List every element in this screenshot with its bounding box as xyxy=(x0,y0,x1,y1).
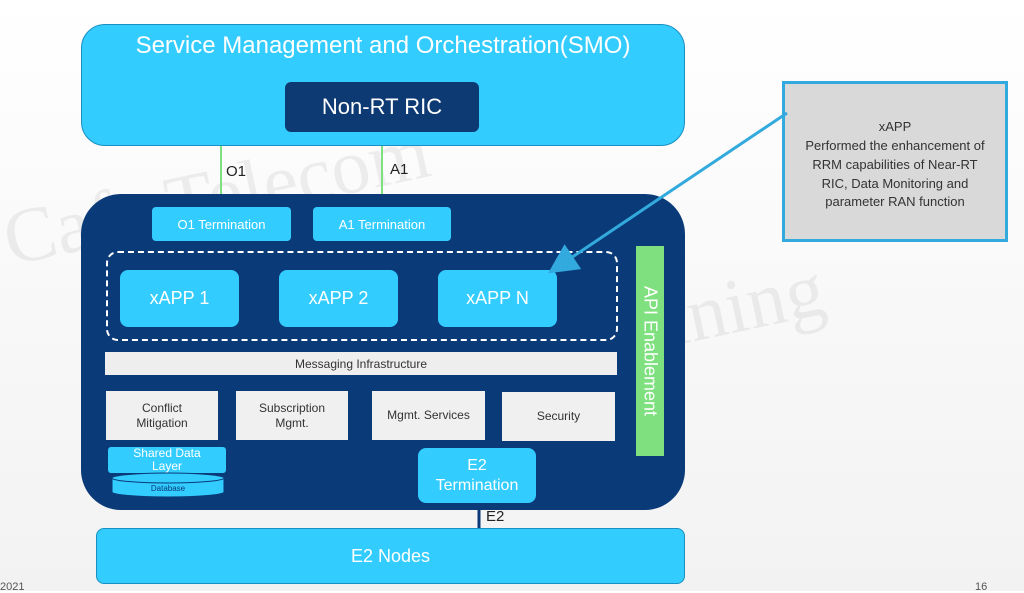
callout-title: xAPP xyxy=(878,119,912,134)
shared-data-line1: Shared Data xyxy=(133,446,201,460)
footer-year: 2021 xyxy=(0,581,25,593)
callout-line: RRM capabilities of Near-RT xyxy=(812,156,978,172)
callout-line: parameter RAN function xyxy=(825,194,965,210)
a1-interface-label: A1 xyxy=(390,161,409,178)
e2-interface-label: E2 xyxy=(486,508,505,525)
subscription-mgmt-box: Subscription Mgmt. xyxy=(236,391,348,440)
e2-nodes-box: E2 Nodes xyxy=(96,528,685,584)
xapp-box: xAPP N xyxy=(438,270,557,327)
page-number: 16 xyxy=(975,581,988,593)
xapp-callout: xAPP Performed the enhancement of RRM ca… xyxy=(782,81,1008,242)
a1-termination: A1 Termination xyxy=(313,207,451,241)
subscription-mgmt-line2: Mgmt. xyxy=(275,415,309,430)
api-enablement-bar: API Enablement xyxy=(636,246,664,456)
non-rt-ric-box: Non-RT RIC xyxy=(285,82,479,132)
database-label: Database xyxy=(150,484,186,493)
conflict-mitigation-line1: Conflict xyxy=(141,400,182,415)
mgmt-services-box: Mgmt. Services xyxy=(372,391,485,440)
subscription-mgmt-line1: Subscription xyxy=(258,400,326,415)
database-icon xyxy=(111,472,225,498)
shared-data-line2: Layer xyxy=(151,459,183,473)
smo-title: Service Management and Orchestration(SMO… xyxy=(135,32,631,59)
e2-termination: E2 Termination xyxy=(418,448,536,503)
shared-data-layer: Shared Data Layer xyxy=(108,447,226,473)
e2-termination-line1: E2 xyxy=(467,456,487,474)
xapp-box: xAPP 1 xyxy=(120,270,239,327)
o1-interface-label: O1 xyxy=(226,163,247,180)
o1-termination: O1 Termination xyxy=(152,207,291,241)
callout-line: RIC, Data Monitoring and xyxy=(821,175,969,191)
e2-termination-line2: Termination xyxy=(435,476,519,494)
messaging-infrastructure: Messaging Infrastructure xyxy=(105,352,617,375)
xapp-box: xAPP 2 xyxy=(279,270,398,327)
callout-line: Performed the enhancement of xyxy=(805,137,985,153)
xapp-group xyxy=(106,251,618,341)
conflict-mitigation-box: Conflict Mitigation xyxy=(106,391,218,440)
conflict-mitigation-line2: Mitigation xyxy=(136,415,188,430)
security-box: Security xyxy=(502,392,615,441)
